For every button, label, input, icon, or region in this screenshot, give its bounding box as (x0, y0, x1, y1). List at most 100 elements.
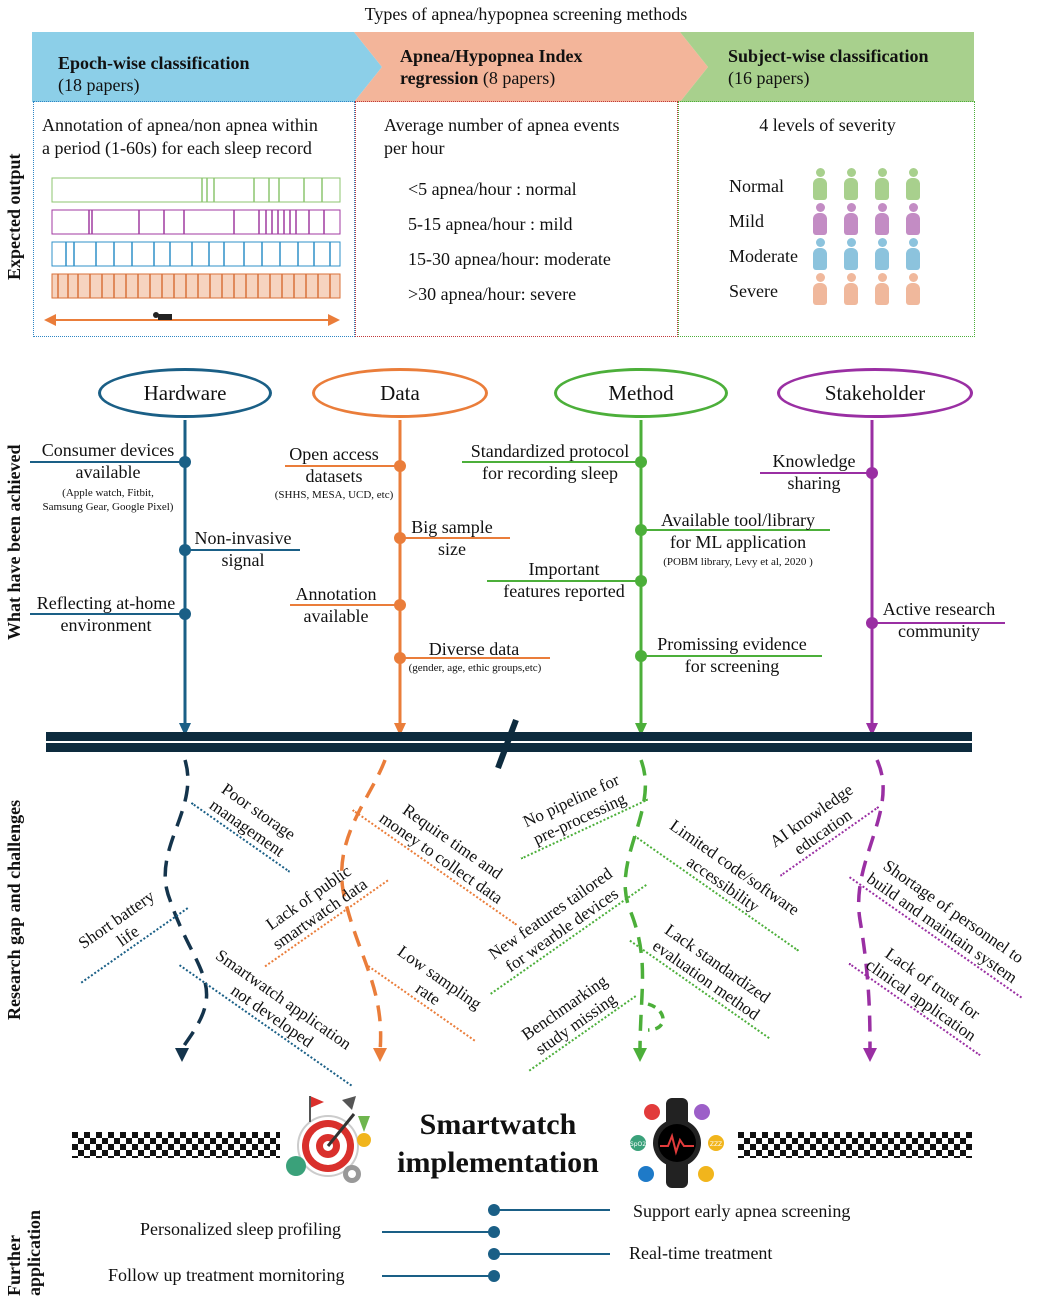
checkered-flag-right (738, 1132, 972, 1158)
method-ahi-name-line1: Apnea/Hypopnea Index (400, 46, 583, 66)
figure-title: Types of apnea/hypopnea screening method… (364, 4, 688, 24)
ahi-level-3: >30 apnea/hour: severe (408, 284, 577, 304)
method-item-3-l2: for screening (684, 656, 780, 676)
data-gap-path (339, 759, 387, 1053)
app-sleep-profiling: Personalized sleep profiling (140, 1219, 341, 1239)
data-item-0-note: (SHHS, MESA, UCD, etc) (274, 489, 394, 501)
pillar-stakeholder: Stakeholder (777, 368, 973, 418)
hw-item-athome: Reflecting at-home environment (26, 592, 186, 636)
hw-item-0-l1: Consumer devices (41, 440, 175, 460)
person-icon (875, 203, 889, 235)
data-item-1-l1: Big sample (411, 517, 493, 537)
pillar-data: Data (312, 368, 488, 418)
app-followup-monitoring: Follow up treatment mornitoring (108, 1265, 345, 1285)
method-epoch-name: Epoch-wise classification (58, 53, 250, 73)
severity-label-mild: Mild (729, 211, 765, 231)
method-subject-header: Subject-wise classification (16 papers) (728, 45, 928, 89)
stakeholder-spine (760, 420, 1005, 736)
method-item-1-l2: for ML application (669, 532, 807, 552)
person-icon (844, 273, 858, 305)
chevron-subject (680, 32, 974, 102)
data-item-bigsample: Big sample size (400, 516, 504, 560)
person-icon (844, 168, 858, 200)
hardware-spine (30, 420, 300, 736)
epoch-signal-plots (44, 177, 341, 326)
ahi-level-0: <5 apnea/hour : normal (408, 179, 577, 199)
method-item-3-l1: Promissing evidence (657, 634, 807, 654)
severity-output-box: 4 levels of severity Normal Mild Moderat… (678, 101, 975, 337)
method-item-2-l1: Important (528, 559, 600, 579)
method-item-1-note: (POBM library, Levy et al, 2020 ) (663, 556, 813, 568)
hw-item-0-note: (Apple watch, Fitbit, Samsung Gear, Goog… (30, 486, 186, 514)
fishbone-diagram (30, 420, 1005, 1062)
chevron-subject-wrap (680, 32, 974, 102)
method-chevrons (32, 32, 708, 102)
stakeholder-item-knowledge: Knowledge sharing (760, 450, 868, 494)
hardware-gap-path (163, 759, 209, 1053)
application-connectors (382, 1204, 610, 1282)
hw-item-noninvasive: Non-invasive signal (186, 527, 300, 571)
stakeholder-item-community: Active research community (874, 598, 1004, 642)
method-ahi-count: (8 papers) (482, 68, 556, 88)
person-icon (906, 273, 920, 305)
person-icon (813, 203, 827, 235)
smartwatch-title: Smartwatch implementation (378, 1106, 618, 1182)
data-item-annotation: Annotation available (286, 583, 386, 627)
method-item-2-l2: features reported (503, 581, 625, 601)
method-ahi-header: Apnea/Hypopnea Index regression (8 paper… (400, 45, 583, 89)
hw-item-1-l2: signal (221, 550, 265, 570)
severity-label-moderate: Moderate (729, 246, 798, 266)
person-icon (813, 168, 827, 200)
epoch-output-line2: a period (1-60s) for each sleep record (42, 138, 312, 158)
smartwatch-title-line1: Smartwatch (419, 1108, 577, 1141)
hw-item-consumer: Consumer devices available (30, 439, 186, 483)
stakeholder-item-1-l2: community (898, 621, 980, 641)
ahi-level-1: 5-15 apnea/hour : mild (408, 214, 573, 234)
hw-item-0-note1: (Apple watch, Fitbit, (62, 487, 154, 499)
divider-bar (46, 718, 972, 770)
app-realtime-treatment: Real-time treatment (629, 1243, 773, 1263)
ahi-output-line2: per hour (384, 138, 445, 158)
person-icon (844, 238, 858, 270)
severity-label-severe: Severe (729, 281, 778, 301)
method-epoch-header: Epoch-wise classification (18 papers) (58, 52, 250, 96)
data-item-0-l2: datasets (305, 466, 363, 486)
method-item-evidence: Promissing evidence for screening (644, 633, 820, 677)
epoch-output-box: Annotation of apnea/non apnea within a p… (33, 101, 355, 337)
person-icon (906, 203, 920, 235)
epoch-output-line1: Annotation of apnea/non apnea within (42, 115, 318, 135)
data-item-open: Open access datasets (274, 443, 394, 487)
person-icon (844, 203, 858, 235)
stakeholder-gap-path (856, 759, 885, 1053)
method-item-0-l2: for recording sleep (482, 463, 618, 483)
chevron-epoch (32, 32, 382, 102)
hw-item-1-l1: Non-invasive (194, 528, 292, 548)
method-item-features: Important features reported (490, 558, 638, 602)
data-item-2-l2: available (303, 606, 369, 626)
data-item-2-l1: Annotation (295, 584, 377, 604)
smartwatch-title-line2: implementation (397, 1146, 599, 1179)
data-item-diverse: Diverse data (428, 639, 520, 659)
checkered-flag-left (72, 1132, 280, 1158)
method-item-1-l1: Available tool/library (660, 510, 816, 530)
chevron-ahi (354, 32, 708, 102)
hw-item-0-note2: Samsung Gear, Google Pixel) (42, 501, 174, 513)
ahi-output-box: Average number of apnea events per hour … (355, 101, 678, 337)
epoch-output-text: Annotation of apnea/non apnea within a p… (42, 114, 318, 160)
hw-item-2-l2: environment (60, 615, 152, 635)
method-subject-count: (16 papers) (728, 68, 810, 88)
person-icon (813, 273, 827, 305)
method-item-protocol: Standardized protocol for recording slee… (462, 440, 638, 484)
person-icon (813, 238, 827, 270)
stakeholder-item-1-l1: Active research (882, 599, 996, 619)
app-early-screening: Support early apnea screening (633, 1201, 851, 1221)
stakeholder-item-0-l1: Knowledge (772, 451, 856, 471)
person-icon (875, 238, 889, 270)
data-spine (285, 420, 550, 736)
severity-label-normal: Normal (729, 176, 784, 196)
stakeholder-item-0-l2: sharing (787, 473, 841, 493)
person-icon (875, 168, 889, 200)
severity-title: 4 levels of severity (759, 115, 896, 135)
ahi-output-line1: Average number of apnea events (384, 115, 620, 135)
hw-item-2-l1: Reflecting at-home (36, 593, 176, 613)
